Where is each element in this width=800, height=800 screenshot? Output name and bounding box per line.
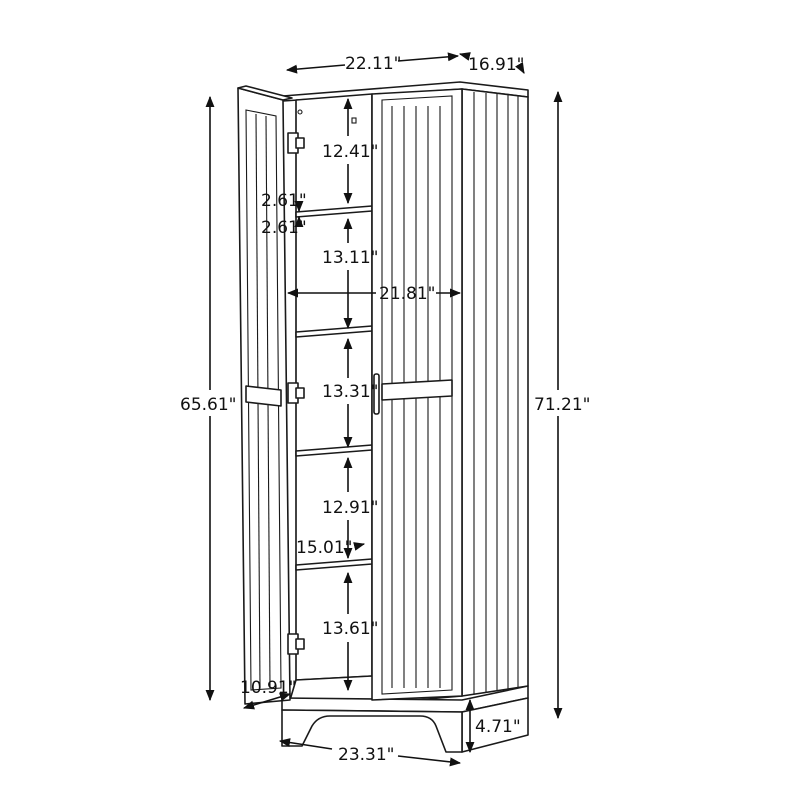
label-base-height: 4.71" <box>475 717 521 737</box>
dimension-lines <box>205 52 563 767</box>
cabinet-body <box>281 81 529 753</box>
label-total-height: 71.21" <box>534 395 591 415</box>
label-shelf-gap-3: 13.31" <box>322 382 379 402</box>
dimension-labels: 22.11" 16.91" 12.41" 2.61" 2.61" 13.11" … <box>180 54 591 765</box>
label-top-depth: 16.91" <box>468 55 525 75</box>
left-door-panel <box>245 109 282 691</box>
label-shelf-gap-5: 13.61" <box>322 619 379 639</box>
label-shelf-thickness-a: 2.61" <box>261 191 307 211</box>
side-panel-grooves <box>473 92 519 694</box>
screw-hole <box>351 117 357 124</box>
hinge-top <box>287 132 305 154</box>
label-shelf-thickness-b: 2.61" <box>261 218 307 238</box>
right-door <box>371 88 463 701</box>
label-shelf-gap-2: 13.11" <box>322 248 379 268</box>
label-base-width: 23.31" <box>338 745 395 765</box>
left-door-rail <box>245 385 282 407</box>
hinge-middle <box>287 382 305 404</box>
right-door-panel <box>381 95 453 695</box>
left-door <box>237 85 357 705</box>
right-door-rail <box>381 379 453 401</box>
door-handle <box>373 373 380 415</box>
label-door-depth: 10.91" <box>240 678 297 698</box>
label-inner-width: 21.81" <box>379 284 436 304</box>
left-door-top-edge <box>237 85 293 101</box>
label-door-height: 65.61" <box>180 395 237 415</box>
label-shelf-depth: 15.01" <box>296 538 353 558</box>
screw-hole <box>297 109 303 115</box>
label-shelf-gap-1: 12.41" <box>322 142 379 162</box>
hinge-bottom <box>287 633 305 655</box>
label-top-width: 22.11" <box>345 54 402 74</box>
base-front <box>281 709 463 753</box>
label-shelf-gap-4: 12.91" <box>322 498 379 518</box>
